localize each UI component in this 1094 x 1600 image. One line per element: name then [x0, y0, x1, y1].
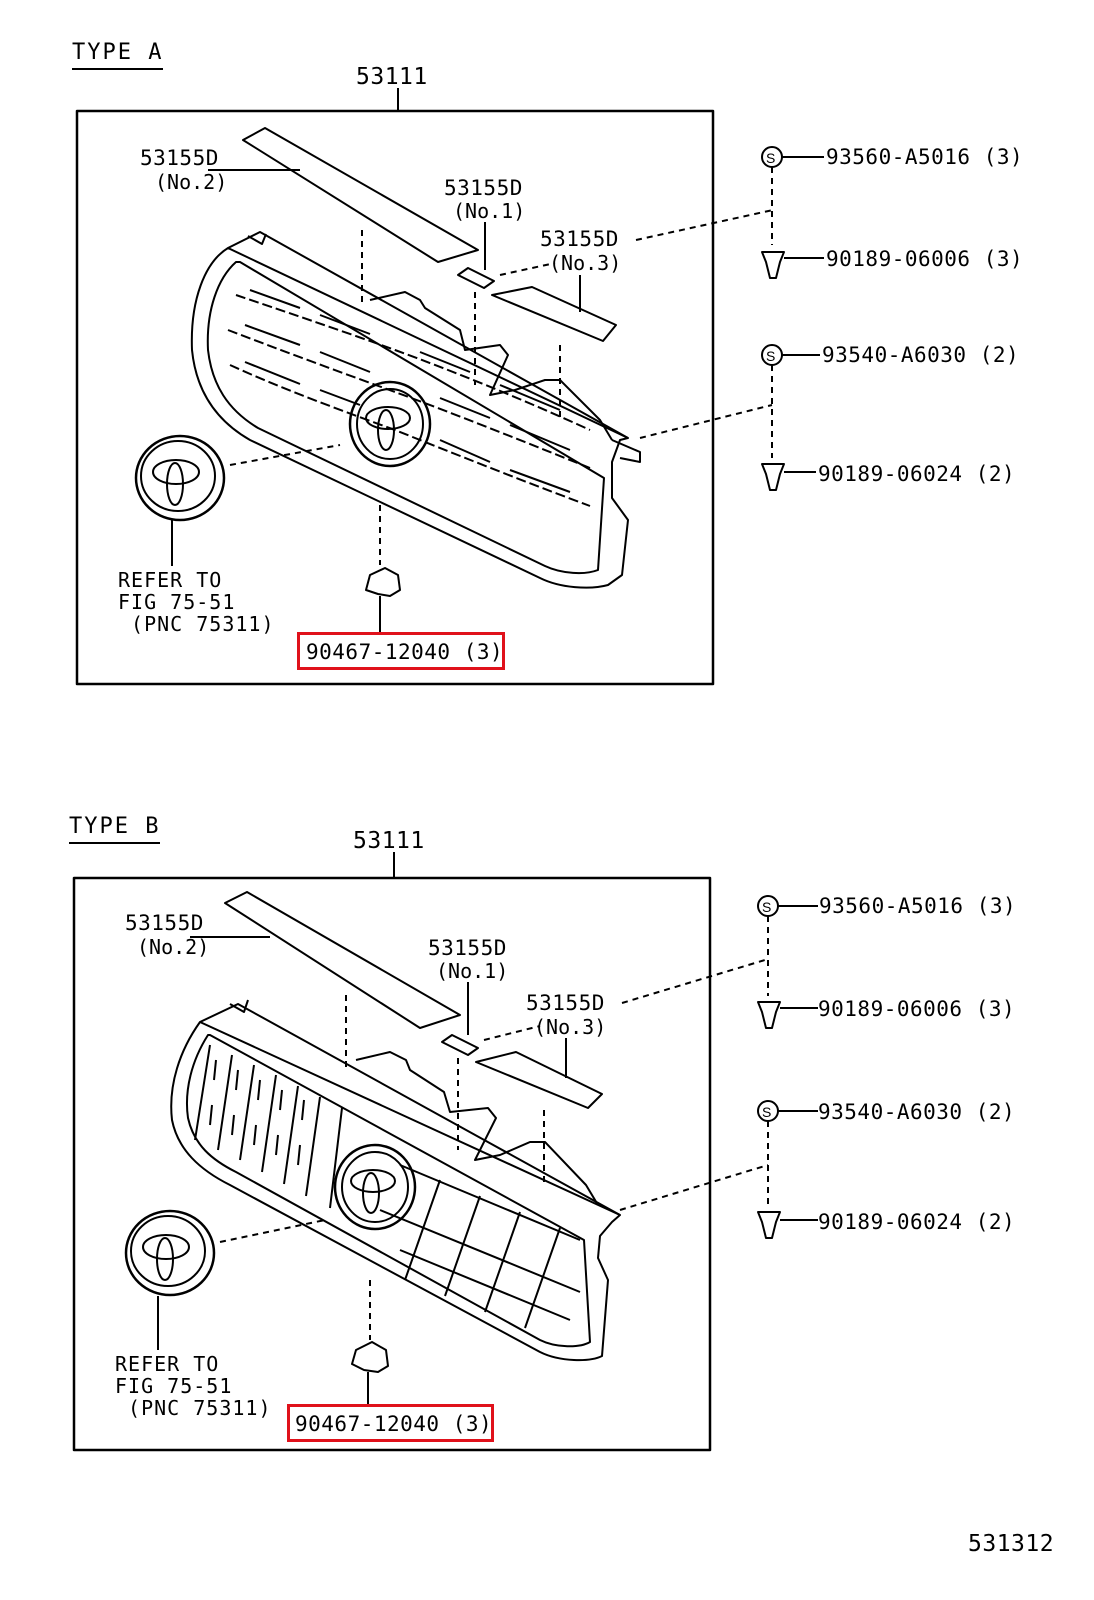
type-b-clip-1: [757, 1001, 781, 1029]
type-b-sticker-no2-sub: (No.2): [137, 935, 210, 959]
sticker-no3-shape: [491, 286, 617, 342]
type-b-sticker-no3-sub: (No.3): [534, 1015, 607, 1039]
type-b-highlighted-part: 90467-12040 (3): [295, 1412, 493, 1436]
type-a-sticker-no1-part: 53155D: [444, 176, 523, 200]
type-b-grille-outline: [170, 1021, 621, 1362]
sticker-no3-shape-b: [475, 1051, 603, 1109]
type-a-sticker-no3-sub: (No.3): [549, 251, 622, 275]
type-a-sticker-no2-sub: (No.2): [155, 170, 228, 194]
type-a-clip-part: [365, 567, 401, 597]
type-a-sticker-no3-part: 53155D: [540, 227, 619, 251]
type-a-grille-outline: [190, 247, 629, 589]
type-a-highlighted-part: 90467-12040 (3): [306, 640, 504, 664]
figure-id: 531312: [968, 1531, 1055, 1557]
type-a-title: TYPE A: [72, 42, 164, 70]
type-b-callout-4: 90189-06024 (2): [818, 1210, 1016, 1234]
type-b-callout-2: 90189-06006 (3): [818, 997, 1016, 1021]
type-a-sticker-no1-sub: (No.1): [453, 199, 526, 223]
type-a-callout-4: 90189-06024 (2): [818, 462, 1016, 486]
type-b-assembly-part: 53111: [353, 828, 425, 854]
type-b-refer-note: REFER TO FIG 75-51 (PNC 75311): [115, 1352, 272, 1420]
type-a-grille-emblem: [348, 380, 432, 468]
type-a-drawing: S S: [75, 88, 824, 686]
type-b-separate-emblem: [124, 1209, 216, 1297]
svg-text:S: S: [762, 1104, 771, 1120]
svg-text:S: S: [766, 150, 775, 166]
sticker-no2-shape-b: [224, 891, 461, 1029]
type-a-clip-2: [761, 463, 785, 491]
svg-text:S: S: [762, 899, 771, 915]
type-b-grille-emblem: [333, 1143, 417, 1231]
type-b-drawing: S S: [72, 852, 818, 1452]
type-a-highlight-box[interactable]: [297, 632, 505, 670]
type-a-assembly-part: 53111: [356, 64, 428, 90]
type-a-refer-note: REFER TO FIG 75-51 (PNC 75311): [118, 568, 275, 636]
type-a-clip-1: [761, 251, 785, 279]
sticker-no1-shape: [457, 267, 495, 289]
type-a-sticker-no2-part: 53155D: [140, 146, 219, 170]
type-b-title: TYPE B: [69, 816, 161, 844]
sticker-no1-shape-b: [441, 1034, 479, 1056]
type-b-clip-2: [757, 1211, 781, 1239]
type-b-sticker-no2-part: 53155D: [125, 911, 204, 935]
type-a-callout-2: 90189-06006 (3): [826, 247, 1024, 271]
type-a-frame: [75, 109, 715, 686]
type-b-highlight-box[interactable]: [287, 1404, 494, 1442]
sticker-no2-shape: [242, 127, 479, 263]
type-b-callout-3: 93540-A6030 (2): [818, 1100, 1016, 1124]
type-b-callout-1: 93560-A5016 (3): [819, 894, 1017, 918]
type-a-callout-3: 93540-A6030 (2): [822, 343, 1020, 367]
type-b-sticker-no3-part: 53155D: [526, 991, 605, 1015]
svg-text:S: S: [766, 348, 775, 364]
type-b-frame: [72, 876, 712, 1452]
type-b-sticker-no1-part: 53155D: [428, 936, 507, 960]
type-a-separate-emblem: [134, 434, 226, 522]
type-a-callout-1: 93560-A5016 (3): [826, 145, 1024, 169]
type-b-clip-part: [351, 1341, 389, 1373]
type-b-sticker-no1-sub: (No.1): [436, 959, 509, 983]
